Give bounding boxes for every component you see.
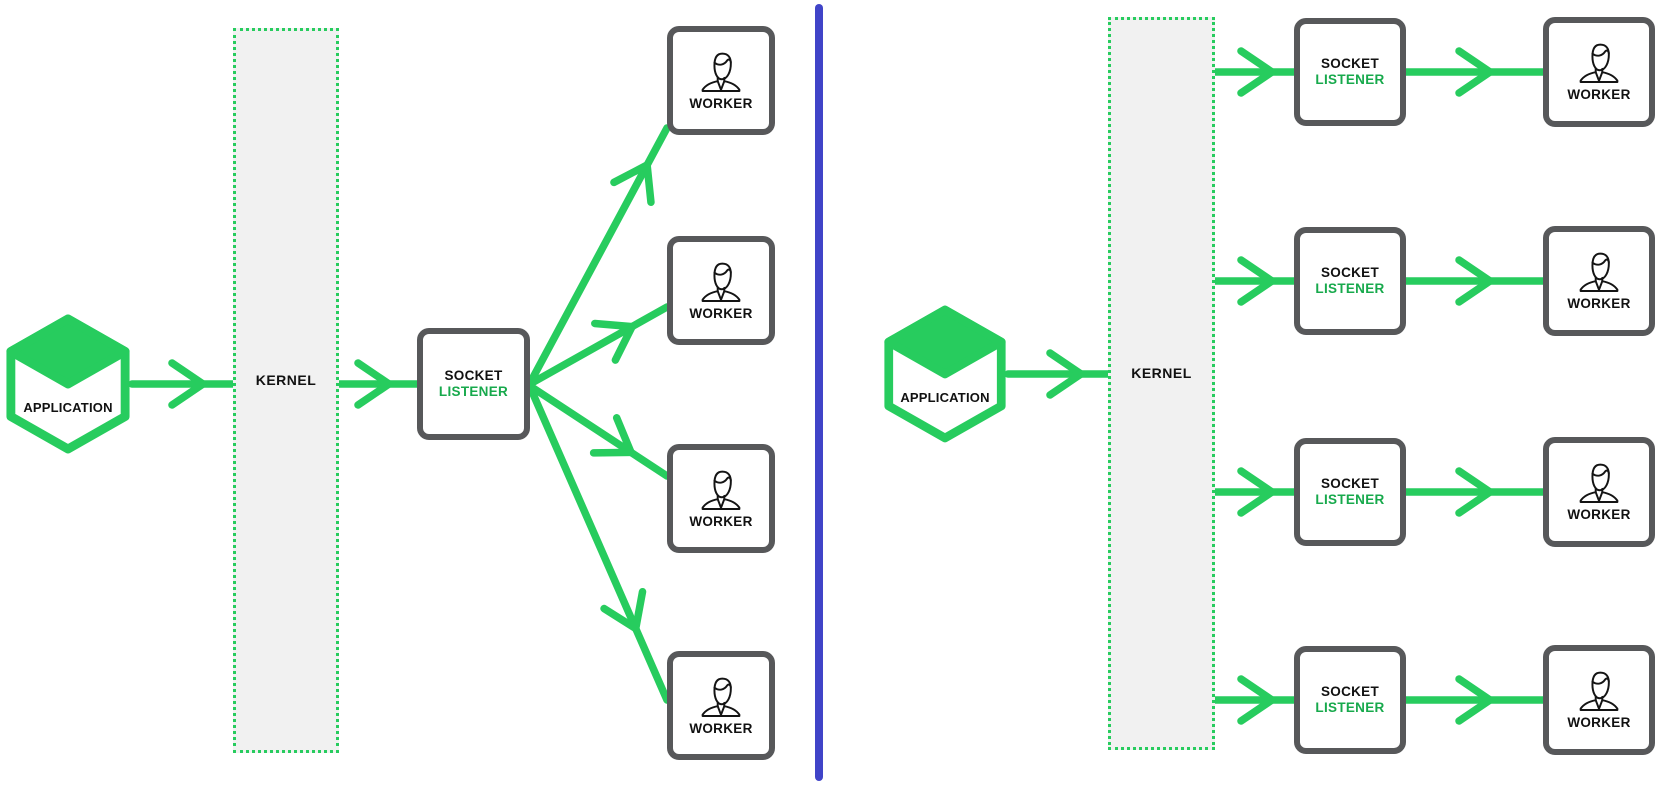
panel-divider bbox=[815, 4, 823, 781]
cube-hexagon-icon bbox=[3, 311, 133, 457]
right-socket-listener-node: SOCKET LISTENER bbox=[1294, 18, 1406, 126]
worker-label: WORKER bbox=[689, 720, 753, 736]
left-kernel-strip: KERNEL bbox=[233, 28, 339, 753]
socket-label: SOCKET bbox=[1320, 56, 1380, 72]
worker-label: WORKER bbox=[1567, 715, 1631, 730]
person-avatar-icon bbox=[701, 677, 741, 717]
worker-label: WORKER bbox=[689, 95, 753, 111]
right-kernel-strip: KERNEL bbox=[1108, 17, 1215, 750]
left-worker-node: WORKER bbox=[667, 444, 775, 553]
person-avatar-icon bbox=[1579, 463, 1619, 504]
right-worker-node: WORKER bbox=[1543, 226, 1655, 336]
worker-label: WORKER bbox=[689, 305, 753, 321]
person-avatar-icon bbox=[701, 470, 741, 510]
listener-label: LISTENER bbox=[1315, 492, 1385, 507]
right-worker-node: WORKER bbox=[1543, 437, 1655, 547]
listener-label: LISTENER bbox=[1315, 281, 1385, 296]
right-socket-listener-node: SOCKET LISTENER bbox=[1294, 646, 1406, 754]
right-application-node: APPLICATION bbox=[881, 302, 1009, 446]
right-worker-node: WORKER bbox=[1543, 645, 1655, 755]
person-avatar-icon bbox=[1579, 252, 1619, 293]
cube-hexagon-icon bbox=[881, 302, 1009, 446]
listener-label: LISTENER bbox=[1315, 700, 1385, 715]
worker-label: WORKER bbox=[1567, 296, 1631, 311]
socket-label: SOCKET bbox=[1320, 265, 1380, 281]
socket-label: SOCKET bbox=[1320, 476, 1380, 492]
listener-label: LISTENER bbox=[438, 384, 509, 399]
listener-label: LISTENER bbox=[1315, 72, 1385, 87]
left-worker-node: WORKER bbox=[667, 651, 775, 760]
left-worker-node: WORKER bbox=[667, 26, 775, 135]
right-worker-node: WORKER bbox=[1543, 17, 1655, 127]
left-application-node: APPLICATION bbox=[3, 311, 133, 457]
worker-label: WORKER bbox=[1567, 507, 1631, 522]
socket-label: SOCKET bbox=[1320, 684, 1380, 700]
socket-label: SOCKET bbox=[444, 368, 503, 384]
person-avatar-icon bbox=[701, 262, 741, 302]
application-label: APPLICATION bbox=[900, 389, 990, 405]
kernel-label: KERNEL bbox=[255, 371, 317, 388]
worker-label: WORKER bbox=[689, 513, 753, 529]
kernel-label: KERNEL bbox=[1131, 364, 1192, 381]
person-avatar-icon bbox=[1579, 43, 1619, 84]
right-socket-listener-node: SOCKET LISTENER bbox=[1294, 227, 1406, 335]
application-label: APPLICATION bbox=[23, 400, 113, 416]
left-socket-listener-node: SOCKET LISTENER bbox=[417, 328, 530, 440]
person-avatar-icon bbox=[701, 52, 741, 92]
person-avatar-icon bbox=[1579, 671, 1619, 712]
left-worker-node: WORKER bbox=[667, 236, 775, 345]
worker-label: WORKER bbox=[1567, 87, 1631, 102]
right-socket-listener-node: SOCKET LISTENER bbox=[1294, 438, 1406, 546]
